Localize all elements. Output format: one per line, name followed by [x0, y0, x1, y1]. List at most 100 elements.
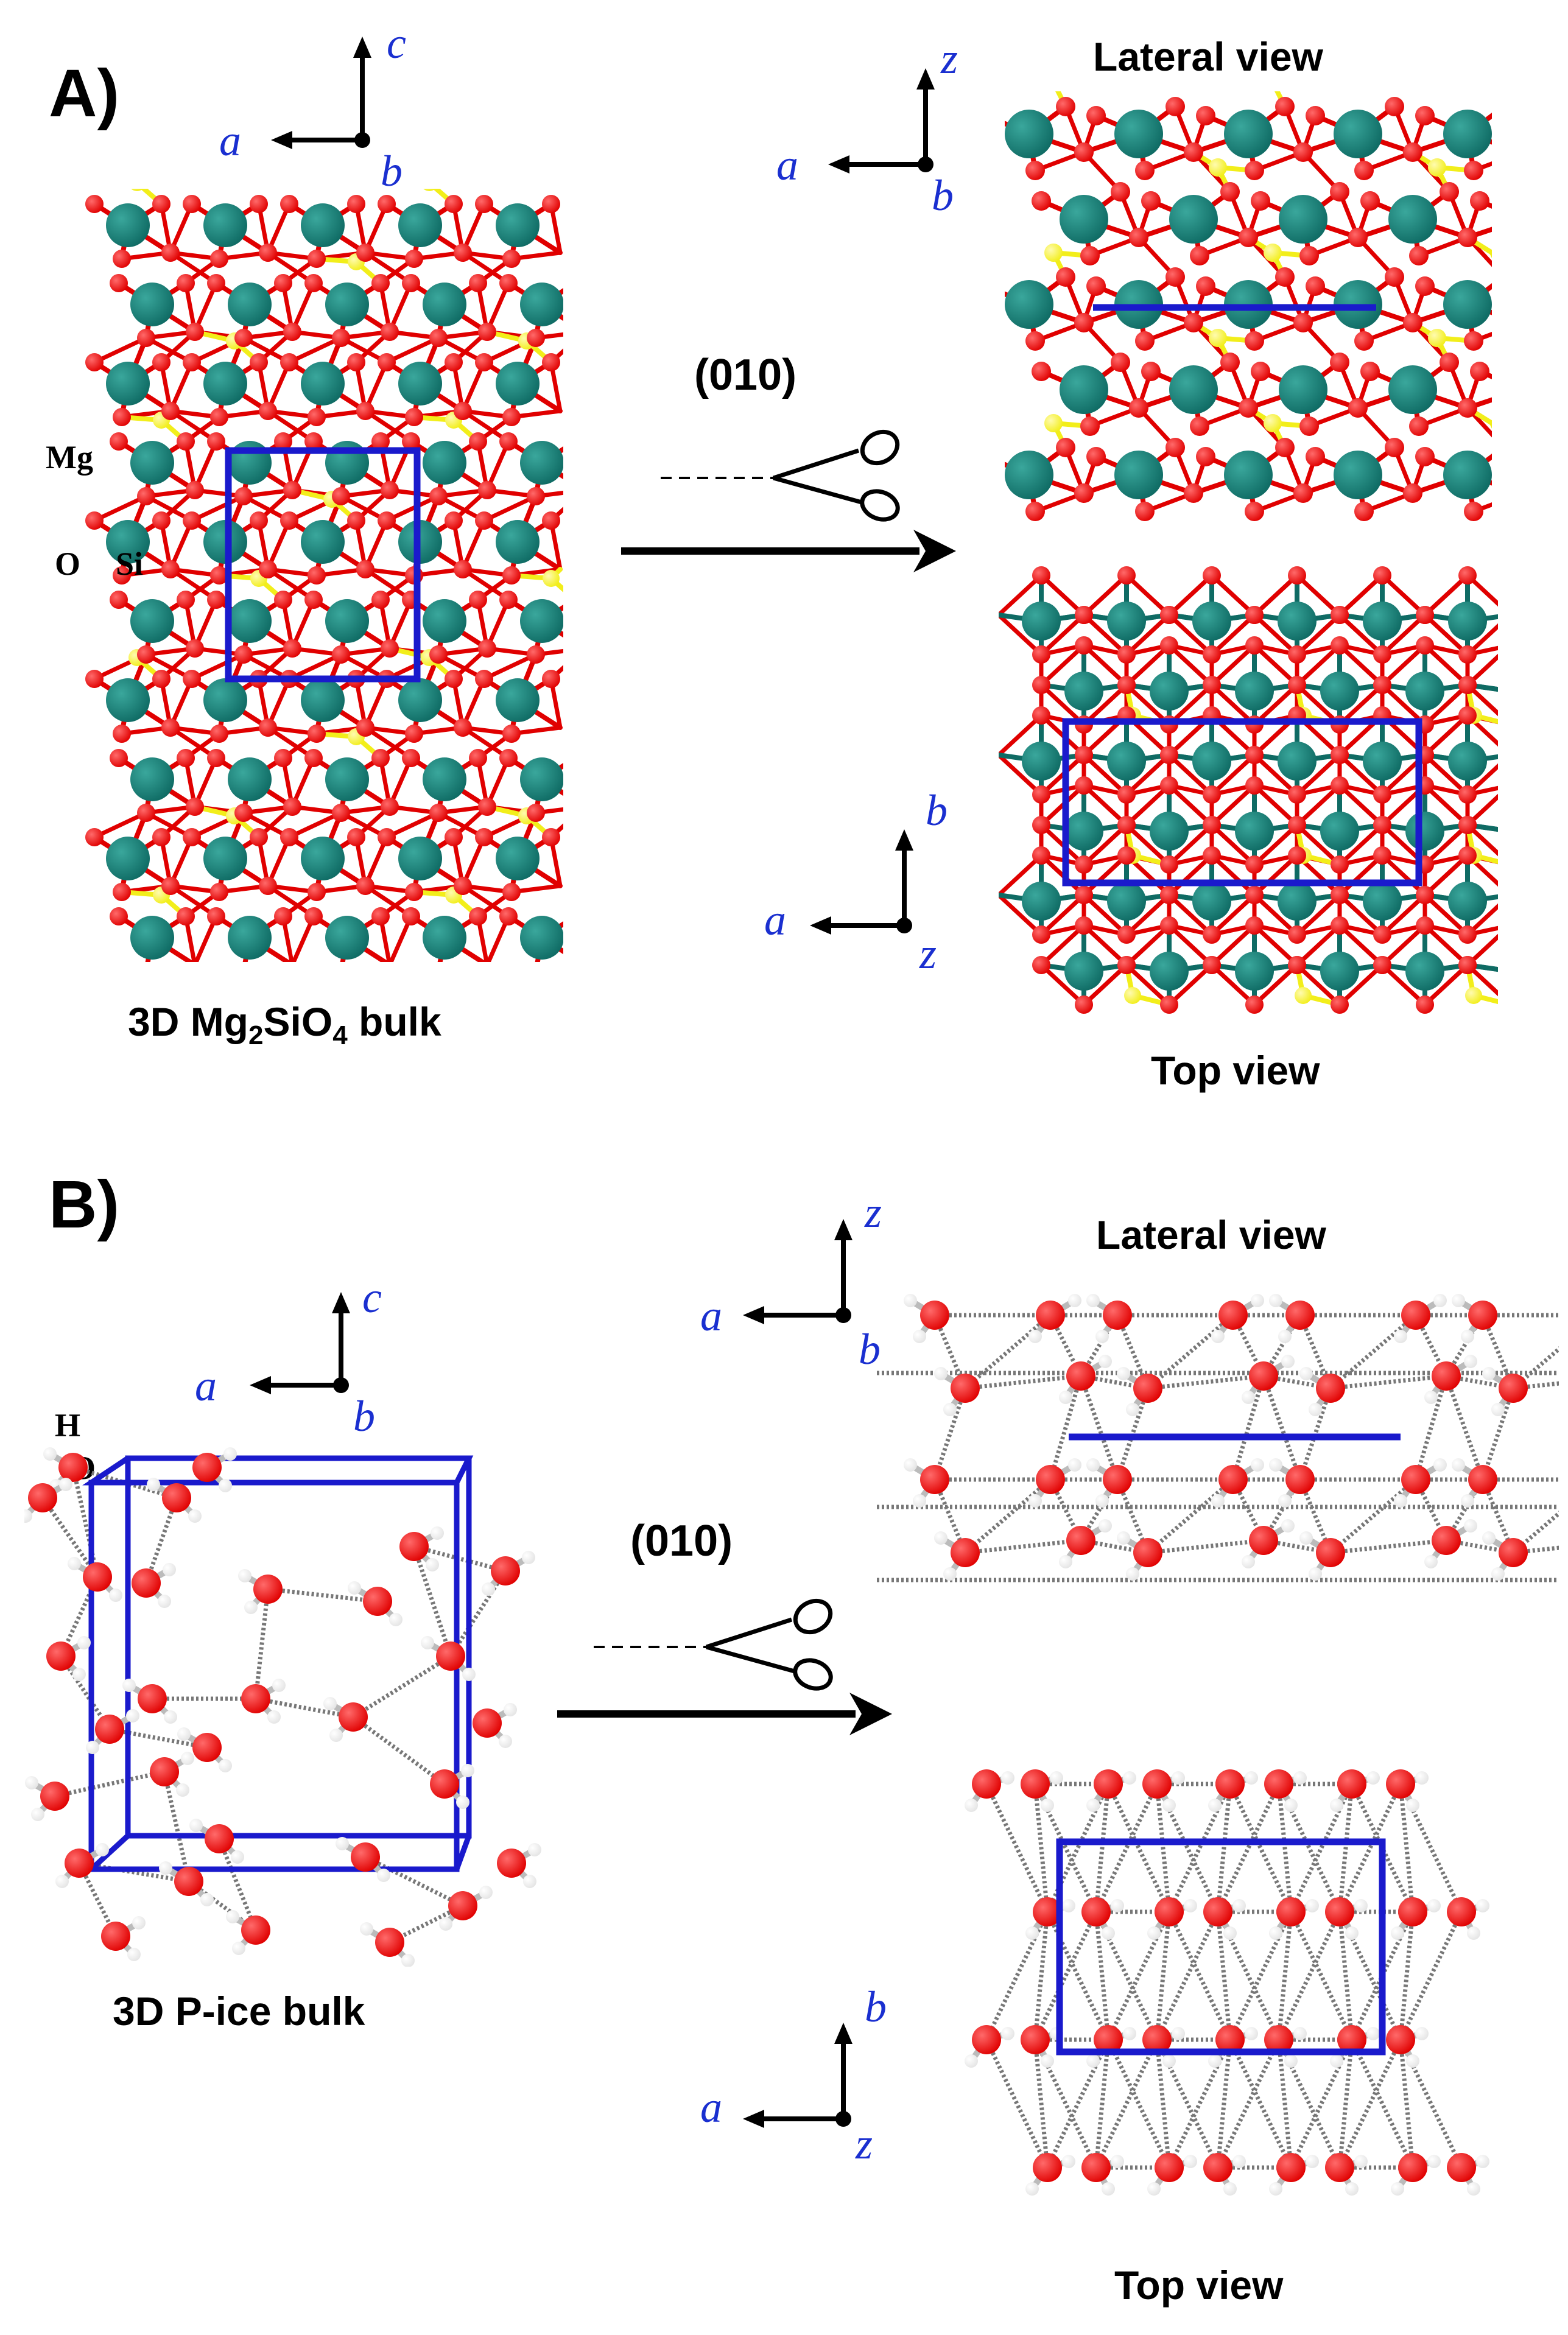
atom-h	[189, 1819, 203, 1832]
atom-mg	[1443, 280, 1492, 329]
atom-o	[378, 195, 396, 213]
atom-mg	[1235, 952, 1274, 991]
atom-mg	[1405, 812, 1444, 851]
atom-o	[1203, 566, 1221, 585]
atom-mg	[520, 599, 563, 643]
atom-o	[234, 329, 253, 347]
atom-o	[1373, 925, 1391, 944]
atom-o	[371, 274, 390, 292]
atom-o	[137, 645, 155, 664]
atom-o	[527, 804, 545, 822]
axes-triad-icon	[231, 1273, 414, 1425]
atom-o	[378, 511, 396, 530]
atom-h	[1366, 1771, 1380, 1785]
atom-o	[527, 329, 545, 347]
atom-o	[478, 481, 496, 499]
atom-o	[1276, 1897, 1306, 1926]
atom-o	[1354, 331, 1374, 351]
atom-o	[304, 749, 323, 767]
atom-mg	[1114, 110, 1163, 158]
p-ice-slab-lateral	[877, 1266, 1559, 1680]
atom-o	[234, 804, 253, 822]
atom-o	[1032, 362, 1051, 381]
atom-h	[159, 1861, 172, 1875]
atom-mg	[130, 916, 174, 960]
atom-h	[1251, 1294, 1264, 1307]
atom-h	[147, 1478, 160, 1491]
atom-o	[445, 828, 463, 846]
atom-o	[1416, 916, 1434, 935]
atom-o	[478, 323, 496, 341]
atom-o	[186, 323, 204, 341]
atom-o	[1203, 645, 1221, 664]
atom-mg	[1334, 110, 1382, 158]
atom-mg	[130, 441, 174, 485]
atom-o	[1056, 438, 1075, 457]
atom-o	[283, 798, 301, 816]
atom-mg	[1169, 195, 1218, 244]
atom-mg	[1320, 672, 1359, 711]
atom-o	[1288, 956, 1306, 974]
unit-cell	[82, 1455, 474, 1486]
atom-h	[158, 1595, 171, 1608]
atom-h	[336, 1837, 349, 1850]
atom-o	[1245, 636, 1264, 655]
atom-o	[1160, 606, 1178, 624]
atom-o	[1348, 228, 1368, 247]
atom-si	[1124, 987, 1141, 1004]
atom-o	[356, 718, 374, 737]
atom-si	[1209, 329, 1227, 347]
atom-o	[951, 1374, 980, 1403]
atom-o	[1036, 1465, 1065, 1494]
atom-o	[1458, 706, 1477, 725]
atom-o	[183, 670, 201, 688]
atom-h	[1281, 1519, 1295, 1533]
atom-o	[1306, 276, 1325, 296]
atom-o	[1470, 191, 1489, 211]
atom-o	[381, 639, 399, 658]
atom-o	[1190, 246, 1209, 265]
atom-o	[1245, 606, 1264, 624]
scissors-icon	[591, 1595, 846, 1693]
atom-h	[1095, 1494, 1109, 1508]
atom-h	[377, 1869, 390, 1882]
atom-label-h: H	[55, 1407, 81, 1444]
atom-o	[83, 1562, 112, 1592]
atom-o	[1331, 995, 1349, 1014]
atom-o	[527, 645, 545, 664]
atom-o	[1373, 566, 1391, 585]
atom-si	[423, 189, 435, 191]
atom-h	[323, 1697, 337, 1710]
atom-o	[1032, 956, 1050, 974]
atom-mg	[325, 283, 369, 326]
atom-o	[1196, 106, 1215, 125]
lateral-view-label-a: Lateral view	[1093, 34, 1323, 79]
atom-o	[502, 725, 521, 743]
atom-mg	[423, 283, 466, 326]
atom-mg	[1005, 451, 1053, 499]
atom-mg	[106, 362, 150, 406]
atom-o	[241, 1684, 270, 1713]
atom-o	[1325, 2153, 1354, 2182]
atom-o	[1458, 566, 1477, 585]
atom-o	[1056, 97, 1075, 116]
atom-h	[1406, 1799, 1419, 1812]
atom-o	[1464, 502, 1483, 521]
atom-h	[1269, 1294, 1282, 1307]
atom-o	[1458, 846, 1477, 865]
atom-o	[161, 402, 180, 420]
atom-o	[1385, 438, 1404, 457]
atom-o	[304, 591, 323, 609]
atom-h	[86, 1741, 99, 1754]
atom-o	[137, 329, 155, 347]
atom-label-si: Si	[116, 546, 144, 582]
atom-o	[207, 432, 225, 451]
atom-h	[232, 1942, 245, 1955]
atom-h	[219, 1759, 232, 1772]
atom-h	[1086, 1799, 1100, 1812]
mg2sio4-bulk-structure	[76, 189, 563, 962]
atom-si	[1295, 987, 1312, 1004]
atom-mg	[1169, 365, 1218, 414]
atom-o	[402, 749, 420, 767]
atom-mg	[1388, 365, 1437, 414]
